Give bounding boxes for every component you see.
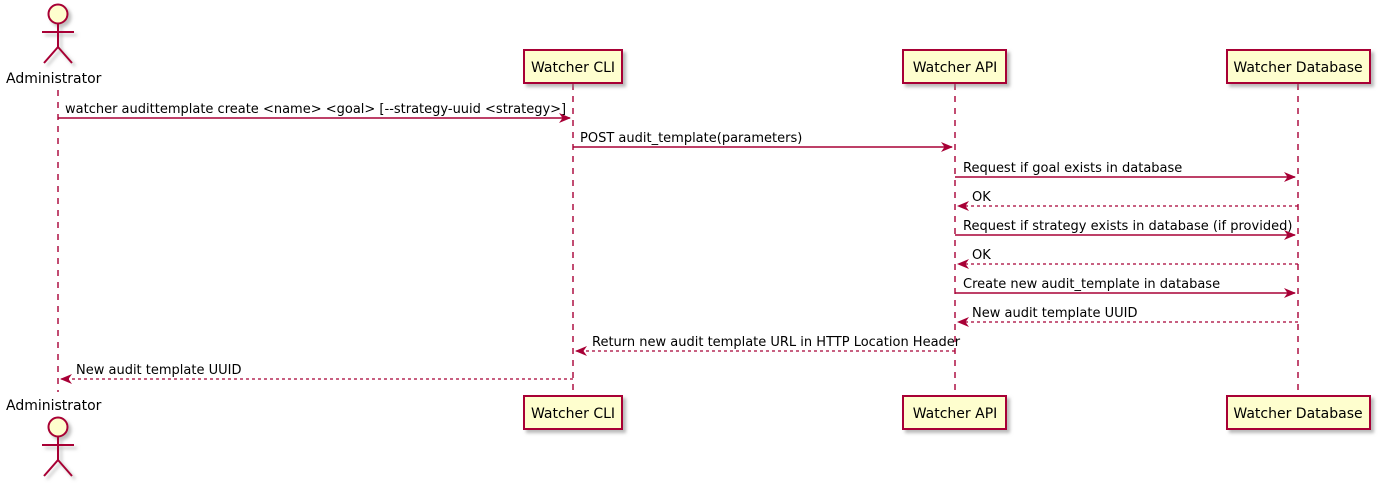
message-8: New audit template UUID bbox=[957, 306, 1298, 327]
message-7: Create new audit_template in database bbox=[955, 277, 1296, 298]
participant-label-watcher-database-top: Watcher Database bbox=[1233, 60, 1362, 76]
participant-label-watcher-api-top: Watcher API bbox=[913, 60, 998, 76]
participant-box-rect bbox=[1226, 49, 1371, 84]
actor-leg-right-icon bbox=[57, 46, 73, 64]
participant-box-watcher-api-bottom[interactable]: Watcher API bbox=[902, 395, 1007, 430]
participant-box-watcher-cli-bottom[interactable]: Watcher CLI bbox=[523, 395, 623, 430]
message-label-6: OK bbox=[972, 248, 991, 263]
message-4: OK bbox=[957, 190, 1298, 211]
participant-label-watcher-cli-bottom: Watcher CLI bbox=[531, 406, 615, 422]
participant-label-watcher-api-bottom: Watcher API bbox=[913, 406, 998, 422]
message-1: watcher audittemplate create <name> <goa… bbox=[58, 102, 571, 123]
message-5: Request if strategy exists in database (… bbox=[955, 219, 1296, 240]
message-9: Return new audit template URL in HTTP Lo… bbox=[575, 335, 961, 356]
participant-box-rect bbox=[1226, 395, 1371, 430]
message-label-2: POST audit_template(parameters) bbox=[580, 131, 802, 146]
actor-administrator-bottom[interactable] bbox=[42, 416, 74, 477]
message-3: Request if goal exists in database bbox=[955, 161, 1296, 182]
message-10: New audit template UUID bbox=[60, 363, 573, 384]
message-label-9: Return new audit template URL in HTTP Lo… bbox=[592, 335, 961, 350]
message-label-10: New audit template UUID bbox=[76, 363, 241, 378]
lifelines bbox=[57, 84, 1299, 396]
actor-head-icon bbox=[47, 3, 69, 25]
message-label-3: Request if goal exists in database bbox=[963, 161, 1182, 176]
participant-box-rect bbox=[523, 49, 623, 84]
message-label-8: New audit template UUID bbox=[972, 306, 1137, 321]
actor-leg-right-icon bbox=[57, 459, 73, 477]
participant-box-rect bbox=[523, 395, 623, 430]
actor-head-icon bbox=[47, 416, 69, 438]
message-6: OK bbox=[957, 248, 1298, 269]
message-label-5: Request if strategy exists in database (… bbox=[963, 219, 1292, 234]
actor-administrator-top[interactable] bbox=[42, 3, 74, 64]
actor-label-administrator-top: Administrator bbox=[6, 71, 102, 87]
actor-leg-left-icon bbox=[43, 459, 59, 477]
message-label-7: Create new audit_template in database bbox=[963, 277, 1220, 292]
actor-label-administrator-bottom: Administrator bbox=[6, 398, 102, 414]
participant-label-watcher-database-bottom: Watcher Database bbox=[1233, 406, 1362, 422]
participant-box-watcher-cli-top[interactable]: Watcher CLI bbox=[523, 49, 623, 84]
participant-label-watcher-cli-top: Watcher CLI bbox=[531, 60, 615, 76]
message-label-4: OK bbox=[972, 190, 991, 205]
participant-box-watcher-api-top[interactable]: Watcher API bbox=[902, 49, 1007, 84]
participant-box-watcher-database-top[interactable]: Watcher Database bbox=[1226, 49, 1371, 84]
participant-box-rect bbox=[902, 395, 1007, 430]
participant-box-watcher-database-bottom[interactable]: Watcher Database bbox=[1226, 395, 1371, 430]
message-label-1: watcher audittemplate create <name> <goa… bbox=[65, 102, 566, 117]
participant-box-rect bbox=[902, 49, 1007, 84]
message-2: POST audit_template(parameters) bbox=[573, 131, 953, 152]
actor-leg-left-icon bbox=[43, 46, 59, 64]
